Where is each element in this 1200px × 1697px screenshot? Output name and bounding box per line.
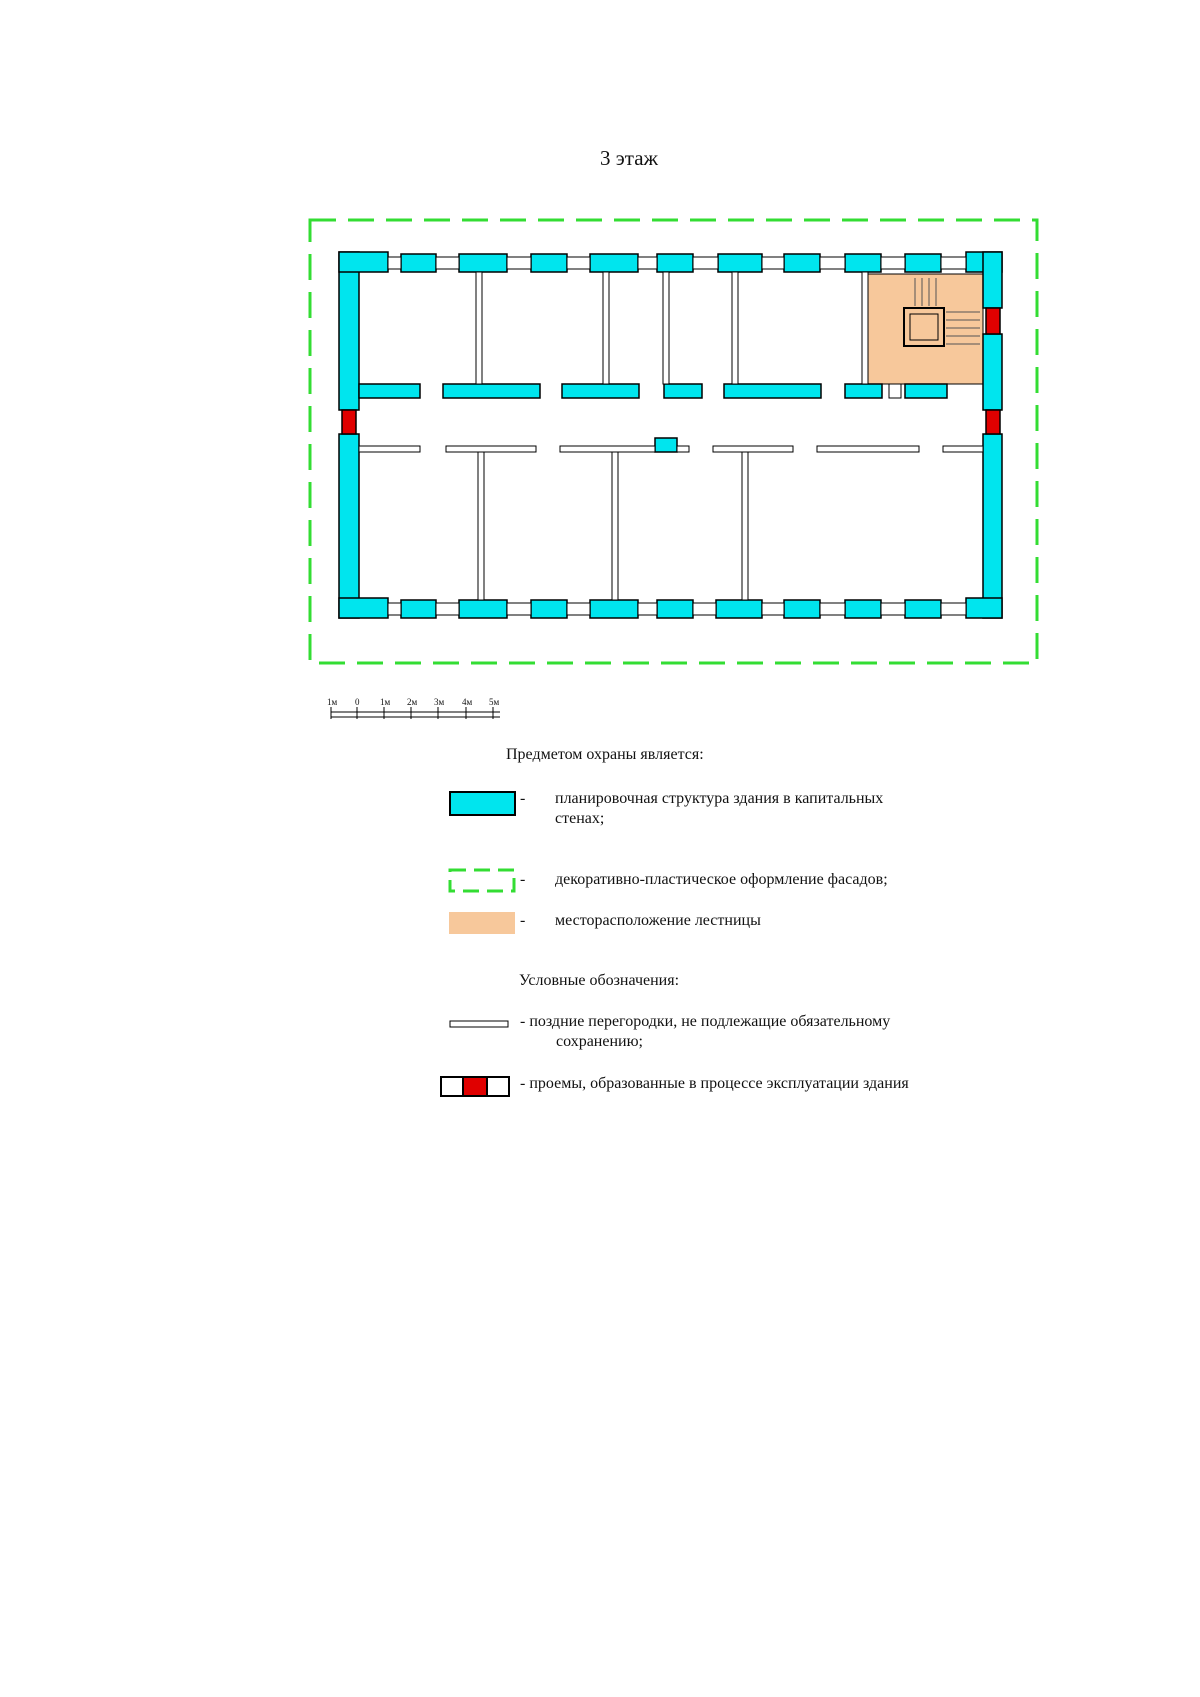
scale-label: 3м [434, 697, 445, 707]
north-wall-piers [400, 253, 942, 273]
corridor-walls [442, 383, 948, 453]
legend-opening-text: - проемы, образованные в процессе эксплу… [520, 1075, 909, 1092]
legend-dash: - [520, 912, 526, 929]
scale-label: 2м [407, 697, 418, 707]
staircase [865, 273, 984, 385]
scale-label: 0 [355, 697, 360, 707]
legend-stair-swatch [449, 912, 515, 934]
operation-openings [341, 307, 1001, 435]
legend-dash: - [520, 871, 526, 888]
scale-label: 1м [327, 697, 338, 707]
legend-capital-wall-text: планировочная структура здания в капитал… [555, 790, 884, 807]
legend-capital-wall-text-2: стенах; [555, 810, 605, 827]
legend-facade-text: декоративно-пластическое оформление фаса… [555, 871, 888, 888]
legend-capital-wall-swatch [449, 791, 516, 816]
legend-stair-text: месторасположение лестницы [555, 912, 761, 929]
legend-partition-swatch [449, 1020, 509, 1028]
scale-label: 5м [489, 697, 500, 707]
scale-bar [330, 707, 500, 719]
outer-walls [338, 251, 1003, 619]
legend-facade-swatch [448, 868, 516, 893]
scale-label: 4м [462, 697, 473, 707]
legend-opening-swatch [440, 1076, 510, 1097]
legend-dash: - [520, 790, 526, 807]
south-wall-piers [400, 599, 942, 619]
protection-header: Предметом охраны является: [506, 746, 704, 763]
legend-partition-text-2: сохранению; [556, 1033, 643, 1050]
legend-partition-text: - поздние перегородки, не подлежащие обя… [520, 1013, 891, 1030]
late-partitions [358, 271, 984, 601]
scale-label: 1м [380, 697, 391, 707]
page-title: 3 этаж [600, 146, 659, 170]
symbols-header: Условные обозначения: [519, 972, 680, 989]
facade-outline [308, 218, 1039, 665]
window-openings [387, 256, 967, 616]
